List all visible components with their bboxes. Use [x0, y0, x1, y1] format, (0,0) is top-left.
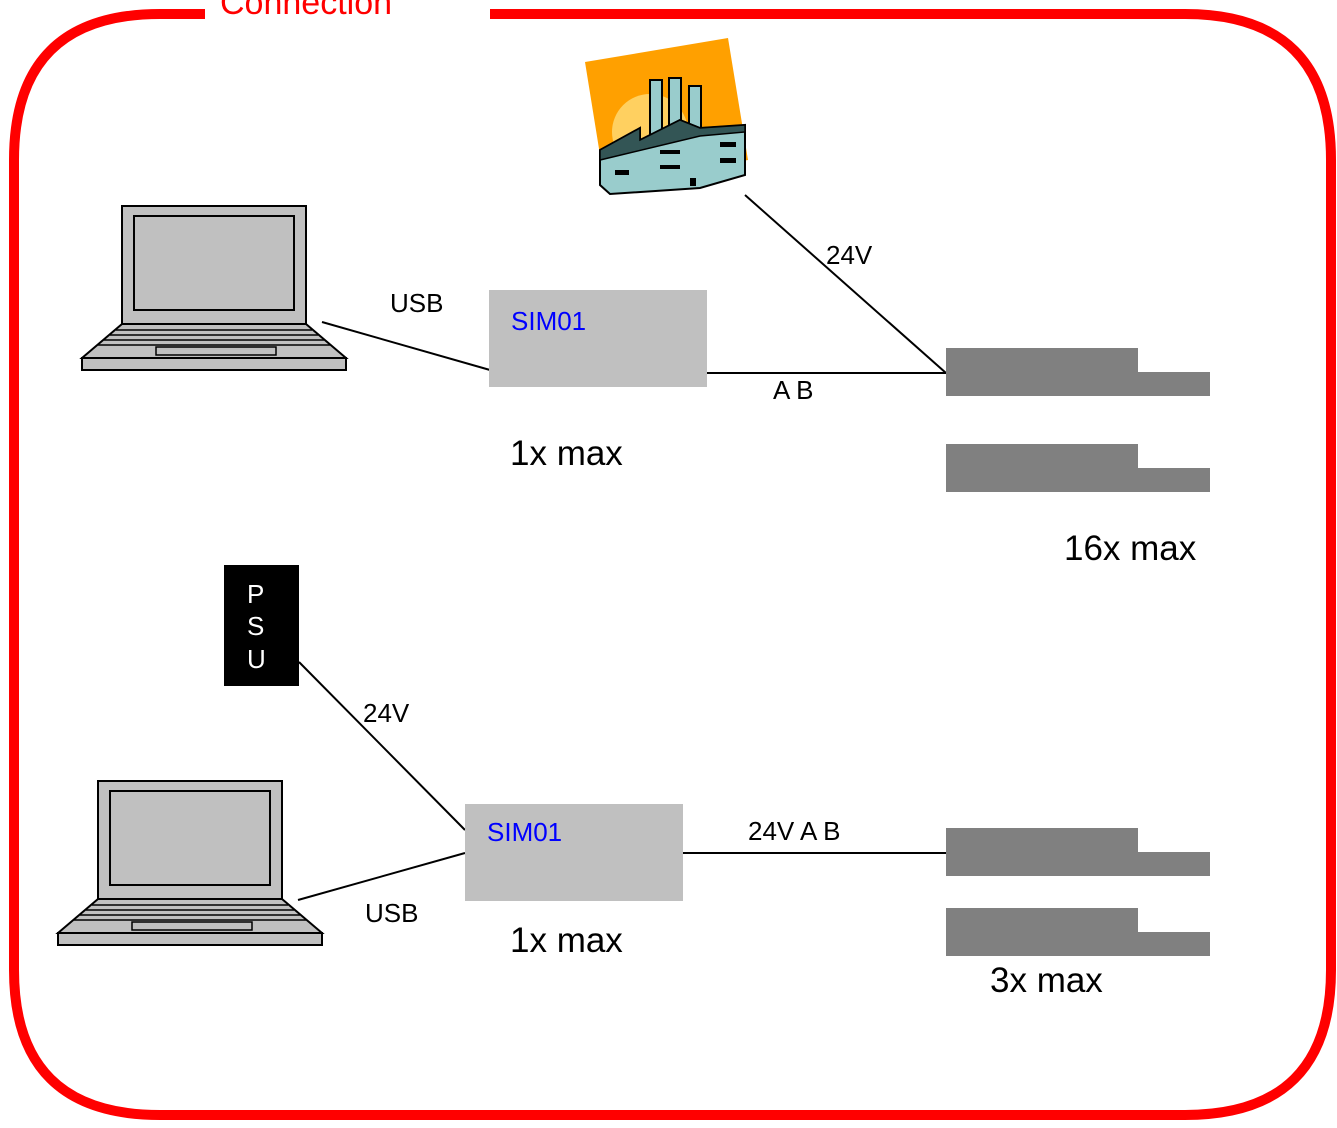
factory-icon: [585, 38, 748, 196]
top-sensor-1: [946, 348, 1210, 396]
top-sim01-box: [489, 290, 707, 387]
bottom-sim01-box: [465, 804, 683, 901]
top-sensor-2: [946, 444, 1210, 492]
top-sim01-label: SIM01: [511, 306, 586, 336]
top-24v-label: 24V: [826, 240, 873, 270]
top-usb-label: USB: [390, 288, 443, 318]
bottom-usb-cable: [297, 852, 466, 901]
top-24v-cable: [744, 194, 947, 374]
top-sensor-count: 16x max: [1064, 529, 1197, 568]
top-ab-label: A B: [773, 375, 813, 405]
top-sim-count: 1x max: [510, 434, 623, 473]
bottom-sim-count: 1x max: [510, 921, 623, 960]
bottom-usb-label: USB: [365, 898, 418, 928]
top-laptop-icon: [81, 205, 347, 371]
frame-border: [9, 9, 1336, 1120]
psu-letter-p: P: [247, 579, 264, 609]
bottom-sensor-1: [946, 828, 1210, 876]
bottom-sensor-2: [946, 908, 1210, 956]
bottom-sensor-count: 3x max: [990, 961, 1103, 1000]
psu-letter-u: U: [247, 644, 266, 674]
bottom-24v-cable: [298, 661, 466, 831]
bottom-bus-label: 24V A B: [748, 816, 841, 846]
top-usb-cable: [321, 321, 491, 371]
diagram-title: Connection: [220, 0, 392, 22]
bottom-24v-label: 24V: [363, 698, 410, 728]
psu-letter-s: S: [247, 611, 264, 641]
bottom-sim01-label: SIM01: [487, 817, 562, 847]
bottom-laptop-icon: [57, 780, 323, 946]
psu-box: [224, 565, 299, 686]
